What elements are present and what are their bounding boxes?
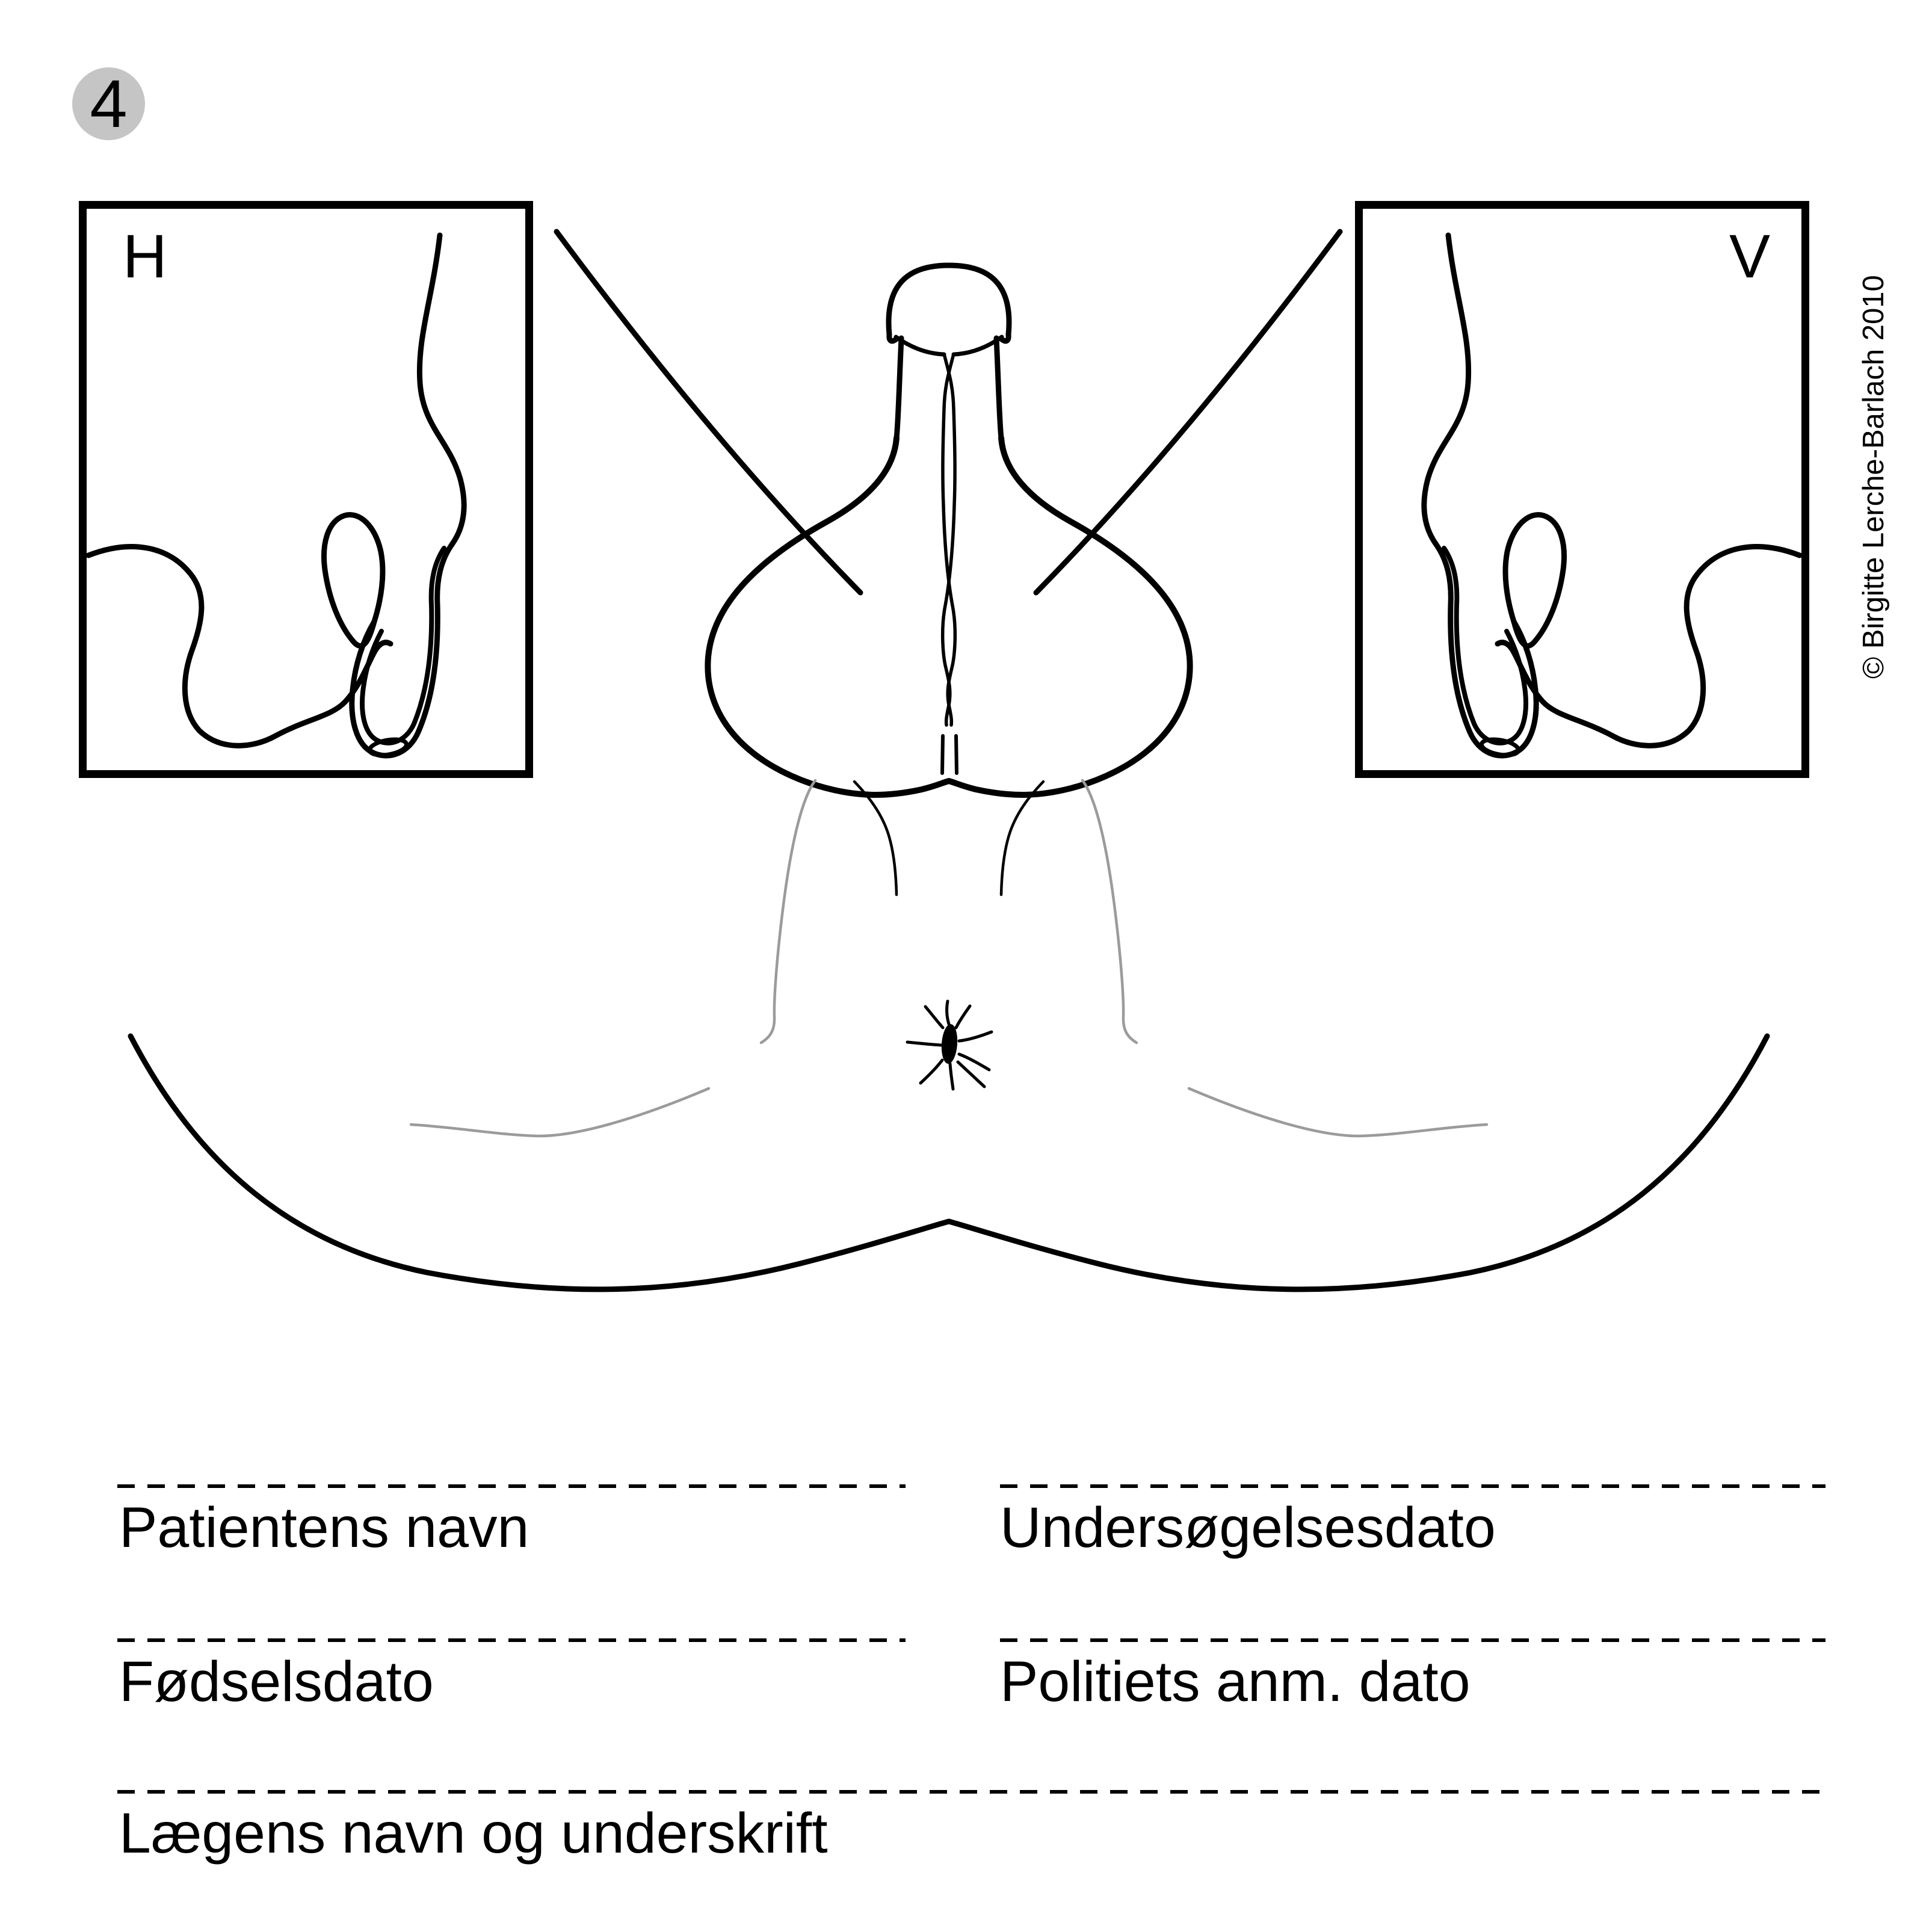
shaft-left-line [893,335,904,441]
copyright-notice: © Birgitte Lerche-Barlach 2010 [1857,275,1890,679]
shaft-right-line [993,335,1004,441]
detail-panel-left: H [79,201,533,778]
field-line-exam-date [1000,1484,1826,1488]
panel-left-label: H [123,222,167,291]
field-line-police-report-date [1000,1638,1826,1642]
scrotum-outline [705,435,1193,798]
gluteal-crease-left [409,1087,711,1138]
gluteal-crease-right [1187,1087,1489,1138]
field-label-doctor-signature: Lægens navn og underskrift [119,1801,828,1865]
field-line-doctor-signature [117,1790,1826,1794]
median-raphe-line-b [941,354,957,727]
page-number-badge: 4 [72,67,145,140]
field-label-police-report-date: Politiets anm. dato [1000,1650,1471,1714]
field-line-patient-name [117,1484,906,1488]
perineum-fold-right [999,780,1045,897]
leader-line-left [554,229,863,596]
panel-right-label: V [1729,222,1770,291]
median-raphe-mark-right [954,734,958,775]
median-raphe-mark-left [940,734,945,775]
field-line-birth-date [117,1638,906,1642]
field-label-birth-date: Fødselsdato [119,1650,434,1714]
detail-panel-right: V [1355,201,1809,778]
perineum-fold-left [853,780,898,897]
thigh-crease-right [1081,779,1138,1045]
thigh-crease-left [759,779,817,1045]
anus-mark [906,999,993,1091]
field-label-patient-name: Patientens navn [119,1496,529,1560]
page-number: 4 [90,66,128,141]
leader-line-right [1033,229,1343,596]
glans-outline [886,262,1012,344]
buttock-contour [128,1033,1770,1292]
field-label-exam-date: Undersøgelsesdato [1000,1496,1496,1560]
